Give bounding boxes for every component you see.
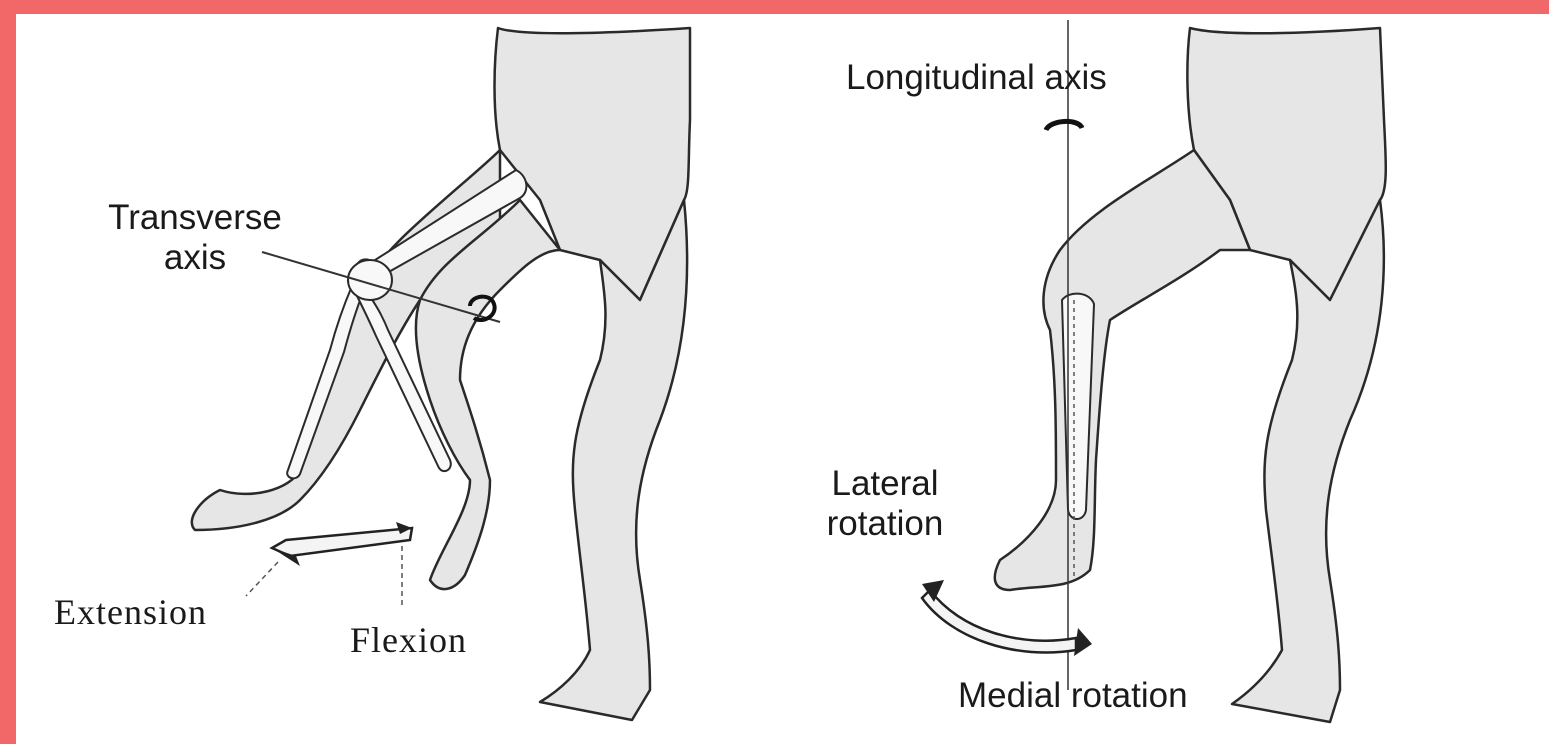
right-figure bbox=[995, 28, 1386, 722]
right-standing-leg bbox=[1232, 200, 1384, 722]
rotation-arrow bbox=[922, 580, 1092, 656]
extension-flexion-arrow bbox=[272, 522, 412, 566]
lateral-rotation-label-line1: Lateral bbox=[810, 464, 960, 504]
extension-leader bbox=[246, 562, 278, 596]
longitudinal-rotation-glyph bbox=[1046, 121, 1082, 130]
left-figure bbox=[192, 28, 690, 720]
lateral-rotation-label: Lateral rotation bbox=[810, 464, 960, 544]
transverse-axis-label: Transverse axis bbox=[90, 198, 300, 278]
extension-label: Extension bbox=[54, 592, 207, 632]
right-raised-leg bbox=[995, 150, 1250, 590]
transverse-axis-label-line1: Transverse bbox=[90, 198, 300, 238]
transverse-axis-label-line2: axis bbox=[90, 238, 300, 278]
flexion-label: Flexion bbox=[350, 620, 467, 660]
lateral-rotation-label-line2: rotation bbox=[810, 504, 960, 544]
left-standing-leg bbox=[540, 200, 687, 720]
longitudinal-axis-label: Longitudinal axis bbox=[846, 58, 1107, 98]
medial-rotation-label: Medial rotation bbox=[958, 676, 1188, 716]
